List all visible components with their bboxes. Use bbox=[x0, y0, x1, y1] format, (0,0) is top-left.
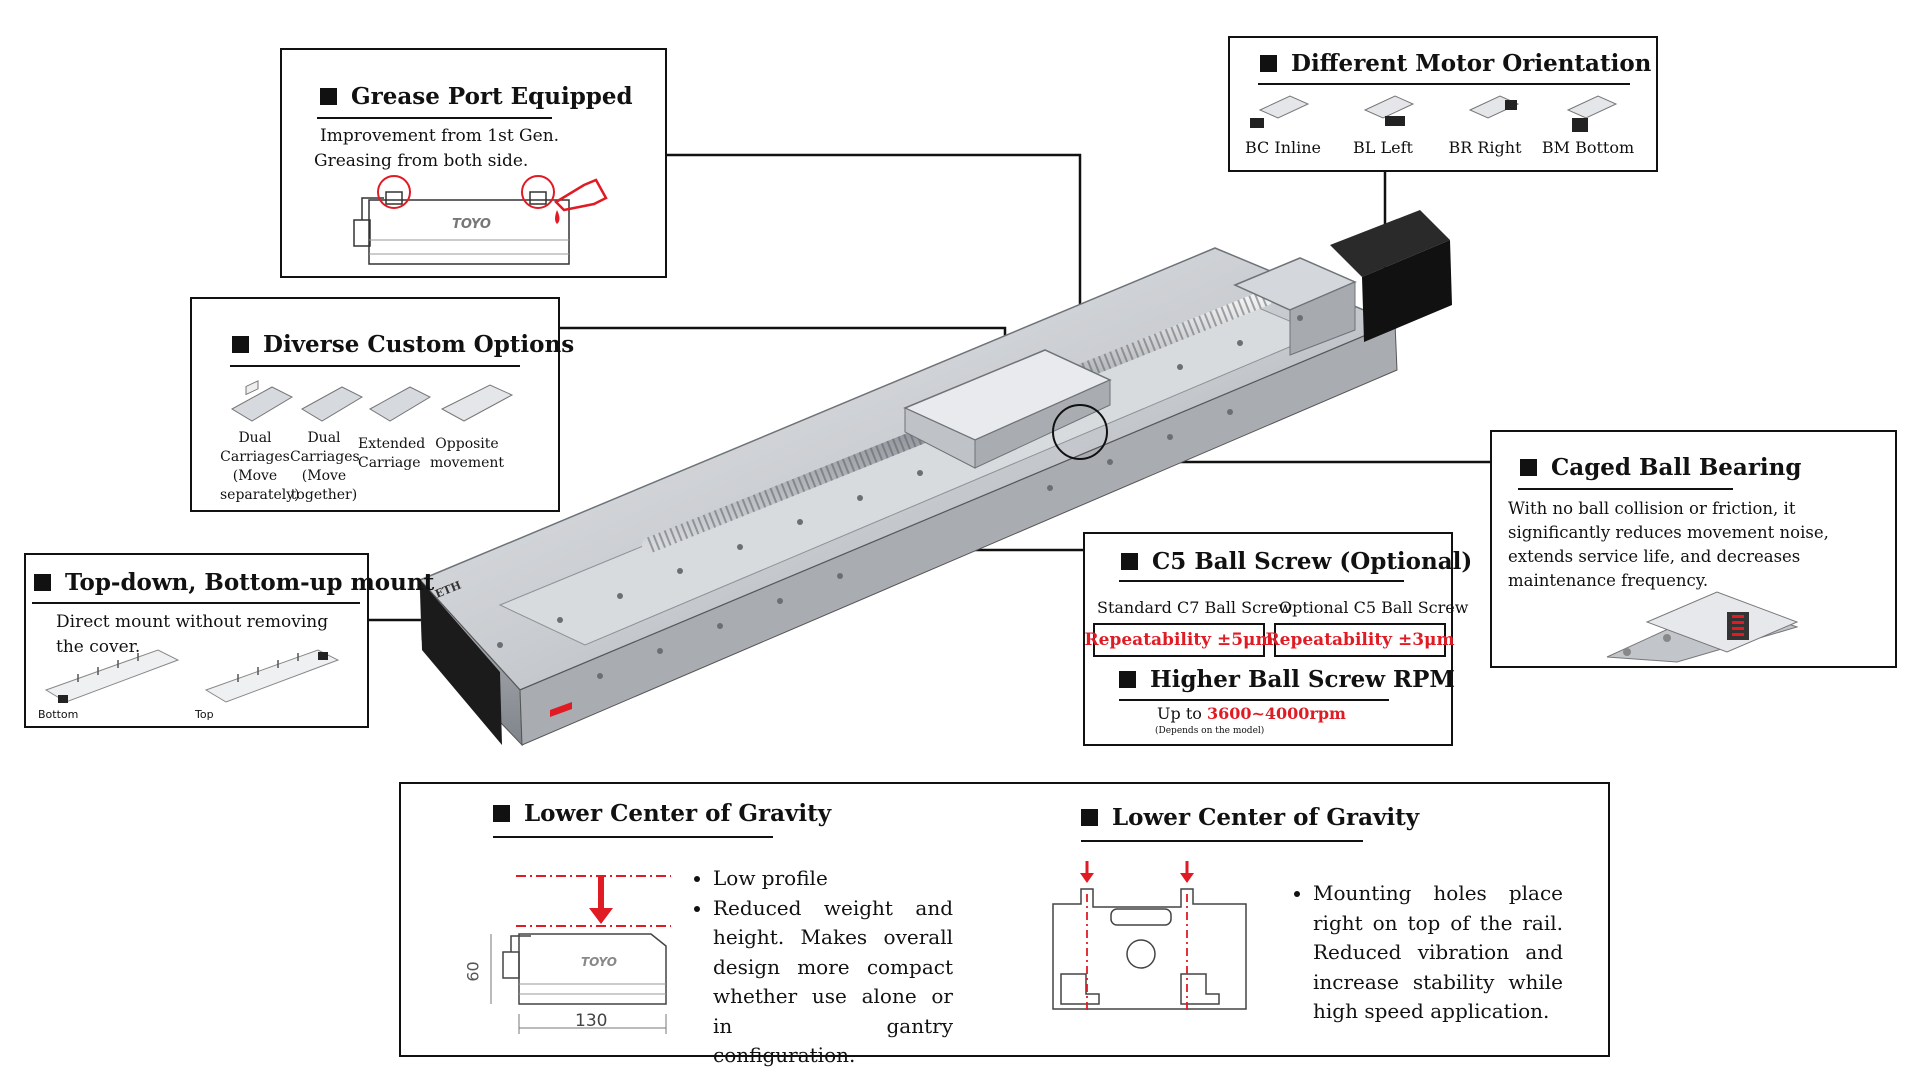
callout-grease-port: Grease Port Equipped Improvement from 1s… bbox=[280, 48, 667, 278]
custom-option-4-label: Opposite movement bbox=[429, 436, 505, 471]
mount-top-icon bbox=[204, 649, 340, 703]
gravity-right-title: Lower Center of Gravity bbox=[1081, 804, 1419, 831]
motor-underline bbox=[1258, 83, 1630, 85]
grease-port-drawing: TOYO bbox=[353, 175, 608, 265]
custom-option-3-label: Extended Carriage bbox=[358, 436, 426, 471]
grease-text: Improvement from 1st Gen. Greasing from … bbox=[314, 126, 560, 171]
rpm-note: (Depends on the model) bbox=[1155, 726, 1265, 736]
rpm-value: 3600~4000rpm bbox=[1206, 704, 1346, 723]
mount-underline bbox=[32, 602, 360, 604]
square-bullet-icon bbox=[320, 88, 337, 105]
gravity-right-underline bbox=[1081, 840, 1363, 842]
gravity-right-bullet-1: Mounting holes place right on top of the… bbox=[1313, 879, 1563, 1027]
option-dual-together-icon bbox=[300, 386, 364, 422]
gravity-right-bullets: Mounting holes place right on top of the… bbox=[1291, 879, 1563, 1027]
bearing-text: With no ball collision or friction, it s… bbox=[1508, 499, 1829, 590]
motor-right-icon bbox=[1468, 95, 1520, 119]
square-bullet-icon bbox=[1119, 671, 1136, 688]
square-bullet-icon bbox=[1260, 55, 1277, 72]
bearing-underline bbox=[1518, 488, 1733, 490]
gravity-left-underline bbox=[493, 836, 773, 838]
mount-text: Direct mount without removing the cover. bbox=[56, 612, 329, 657]
end-cap bbox=[420, 580, 502, 745]
square-bullet-icon bbox=[1081, 809, 1098, 826]
option-dual-separate-icon bbox=[230, 380, 294, 422]
screw-standard-value: Repeatability ±5μm bbox=[1085, 623, 1273, 657]
dim-height-label: 60 bbox=[463, 961, 483, 982]
square-bullet-icon bbox=[493, 805, 510, 822]
custom-option-2-label: Dual Carriages (Move together) bbox=[290, 430, 360, 503]
drawing-logo: TOYO bbox=[581, 955, 617, 969]
square-bullet-icon bbox=[1121, 553, 1138, 570]
low-profile-drawing: TOYO bbox=[490, 875, 671, 1034]
rpm-text: Up to 3600~4000rpm bbox=[1157, 704, 1346, 723]
custom-option-icons bbox=[230, 380, 514, 422]
mount-top-label: Top bbox=[195, 708, 214, 721]
screw-title: C5 Ball Screw (Optional) bbox=[1121, 548, 1472, 575]
gravity-left-bullet-2: Reduced weight and height. Makes overall… bbox=[713, 894, 953, 1071]
motor-orientation-icons bbox=[1250, 95, 1618, 132]
motor-left-icon bbox=[1363, 95, 1415, 126]
bearing-zoom-circle bbox=[1052, 404, 1108, 460]
screw-underline bbox=[1119, 580, 1404, 582]
gravity-left-bullet-1: Low profile bbox=[713, 864, 953, 894]
motor-bottom-icon bbox=[1566, 95, 1618, 132]
bottom-panel: Lower Center of Gravity TOYO 60 130 Low … bbox=[399, 782, 1610, 1067]
screw-optional-label: Optional C5 Ball Screw bbox=[1279, 598, 1469, 617]
mounting-holes-drawing bbox=[1052, 861, 1247, 1014]
gravity-left-title: Lower Center of Gravity bbox=[493, 800, 831, 827]
custom-option-1-label: Dual Carriages (Move separately) bbox=[220, 430, 300, 503]
motor bbox=[1330, 210, 1450, 277]
bearing-title: Caged Ball Bearing bbox=[1520, 454, 1801, 481]
motor-inline-icon bbox=[1250, 95, 1310, 128]
option-opposite-icon bbox=[440, 384, 514, 422]
callout-caged-bearing: Caged Ball Bearing With no ball collisio… bbox=[1490, 430, 1897, 668]
callout-custom-options: Diverse Custom Options Dual Carriages (M… bbox=[190, 297, 574, 512]
mount-title: Top-down, Bottom-up mount bbox=[34, 569, 434, 596]
screw-standard-label: Standard C7 Ball Screw bbox=[1097, 598, 1292, 617]
grease-underline bbox=[317, 117, 552, 119]
custom-underline bbox=[230, 365, 520, 367]
grease-title: Grease Port Equipped bbox=[320, 83, 633, 110]
square-bullet-icon bbox=[1520, 459, 1537, 476]
motor-title: Different Motor Orientation bbox=[1260, 50, 1651, 77]
mount-drawings bbox=[44, 649, 340, 703]
svg-text:TOYO: TOYO bbox=[452, 217, 491, 232]
square-bullet-icon bbox=[34, 574, 51, 591]
option-extended-icon bbox=[368, 386, 432, 422]
motor-option-4-label: BM Bottom bbox=[1541, 138, 1635, 157]
gravity-left-bullets: Low profile Reduced weight and height. M… bbox=[691, 864, 953, 1071]
mount-bottom-icon bbox=[44, 649, 180, 703]
custom-title: Diverse Custom Options bbox=[232, 331, 574, 358]
end-cap-red bbox=[550, 702, 572, 717]
motor-option-1-label: BC Inline bbox=[1244, 138, 1321, 157]
callout-motor-orientation: Different Motor Orientation BC Inline BL… bbox=[1228, 36, 1658, 172]
dim-width-label: 130 bbox=[575, 1011, 608, 1031]
rpm-underline bbox=[1119, 699, 1389, 701]
motor-option-3-label: BR Right bbox=[1448, 138, 1522, 157]
screw-optional-value: Repeatability ±3μm bbox=[1266, 623, 1454, 657]
callout-mount: Top-down, Bottom-up mount Direct mount w… bbox=[24, 553, 434, 728]
mount-bottom-label: Bottom bbox=[38, 708, 79, 721]
caged-bearing-drawing bbox=[1606, 591, 1799, 663]
motor-option-2-label: BL Left bbox=[1353, 138, 1413, 157]
callout-ball-screw: C5 Ball Screw (Optional) Standard C7 Bal… bbox=[1083, 532, 1472, 746]
rpm-title: Higher Ball Screw RPM bbox=[1119, 666, 1455, 693]
square-bullet-icon bbox=[232, 336, 249, 353]
